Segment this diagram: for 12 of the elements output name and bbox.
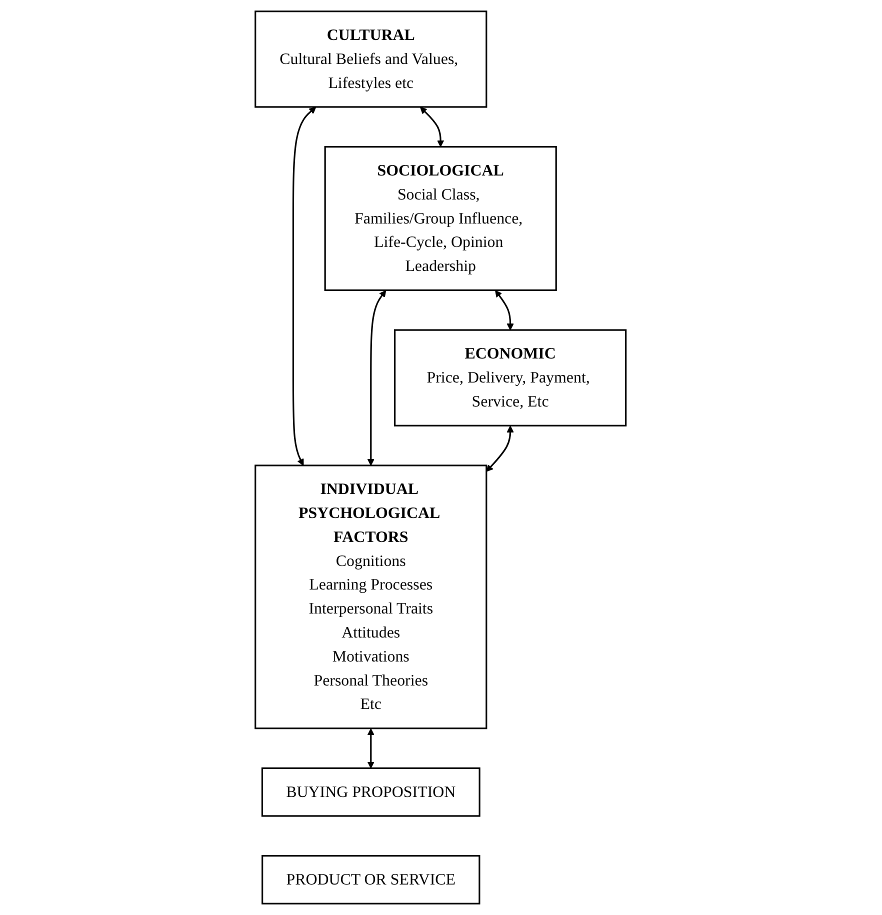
arrow [368,728,375,768]
node-box: PRODUCT OR SERVICE [262,855,481,904]
arrow [420,106,444,148]
node-box: CULTURAL Cultural Beliefs and Values, Lifestyles etc [254,10,488,108]
arrow [368,290,387,466]
arrow [495,290,514,330]
node-box: BUYING PROPOSITION [262,767,481,817]
node-box: SOCIOLOGICAL Social Class, Families/Group Influence, Life-Cycle, Opinion Leadership [324,146,558,291]
node-box: INDIVIDUAL PSYCHOLOGICAL FACTORS Cognitions Learning Processes Interpersonal Traits Attitudes Motivations Personal Theories Etc [254,464,488,730]
node-box: ECONOMIC Price, Delivery, Payment, Service, Etc [394,329,628,426]
arrow [292,106,317,466]
arrow [486,426,514,472]
